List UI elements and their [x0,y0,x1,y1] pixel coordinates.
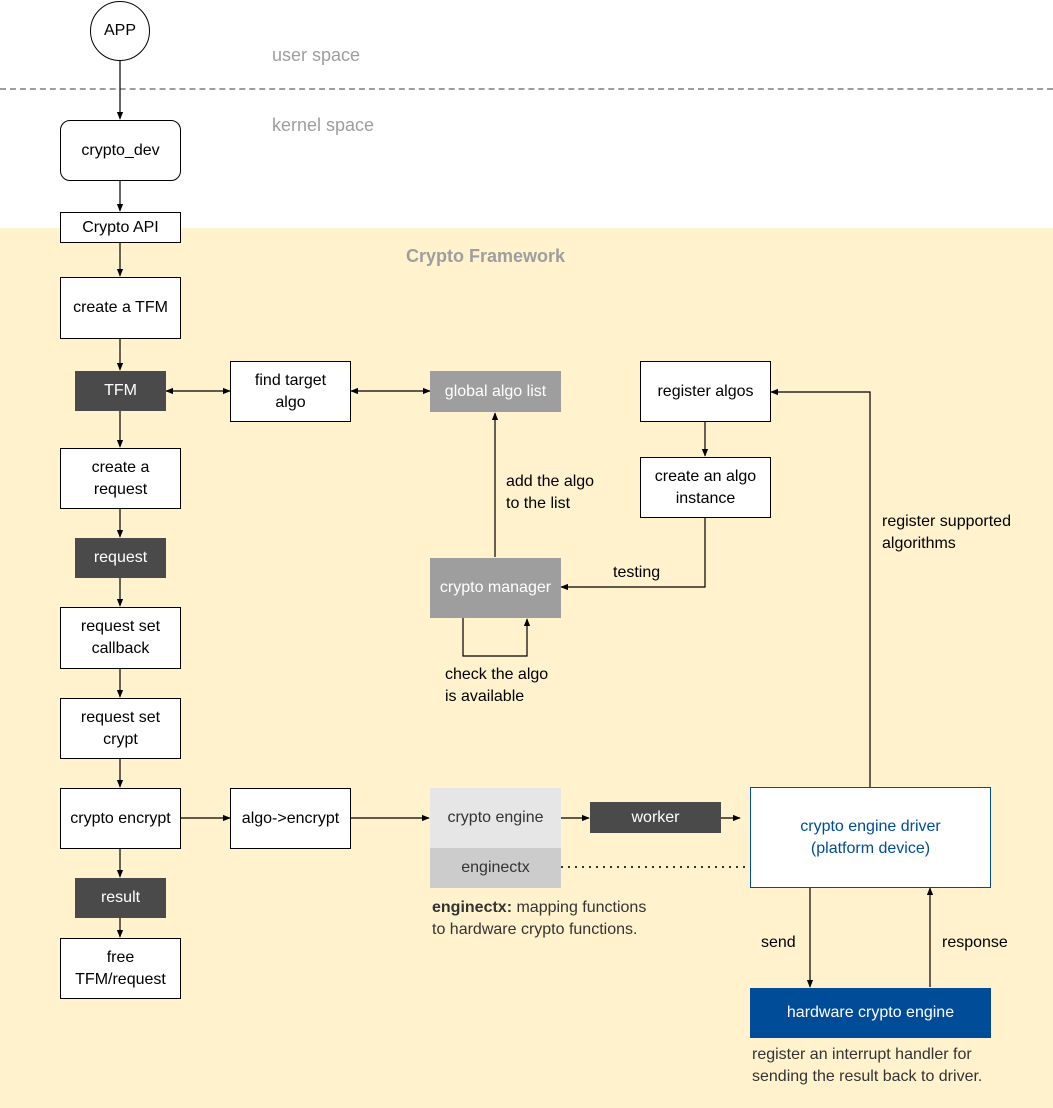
crypto-manager-node: crypto manager [430,558,561,618]
algo-encrypt-node: algo->encrypt [230,788,351,849]
crypto-engine-driver-node: crypto engine driver (platform device) [750,787,991,888]
free-tfm-request-node: free TFM/request [60,938,181,999]
enginectx-note-term: enginectx: [432,899,513,916]
framework-title: Crypto Framework [406,246,566,266]
register-algos-node: register algos [640,361,771,422]
edge-instance-manager [560,517,706,591]
crypto-engine-node: crypto engine [430,788,561,848]
create-request-node: create a request [60,448,181,509]
enginectx-node: enginectx [430,848,561,888]
result-node: result [75,878,166,918]
find-target-algo-node: find target algo [230,361,351,422]
request-set-callback-node: request set callback [60,607,181,669]
hardware-crypto-engine-node: hardware crypto engine [750,988,991,1038]
response-label: response [942,934,1008,951]
request-set-crypt-node: request set crypt [60,698,181,759]
app-node: APP [90,1,150,61]
enginectx-note: enginectx: mapping functions to hardware… [432,897,646,941]
register-supported-label: register supported algorithms [882,513,1011,552]
tfm-node: TFM [75,371,166,411]
edge-manager-selfloop [462,618,531,657]
edge-driver-registeralgos [770,388,871,787]
user-kernel-divider [0,88,1053,90]
create-tfm-node: create a TFM [60,277,181,339]
create-algo-instance-node: create an algo instance [640,457,771,518]
check-algo-label: check the algo is available [445,666,549,705]
request-node: request [75,538,166,578]
testing-label: testing [613,564,661,581]
send-label: send [761,934,796,951]
crypto-dev-node: crypto_dev [60,120,181,181]
interrupt-handler-note: register an interrupt handler for sendin… [752,1046,983,1085]
global-algo-list-node: global algo list [430,371,561,412]
worker-node: worker [590,802,721,833]
kernel-space-label: kernel space [272,115,375,135]
crypto-encrypt-node: crypto encrypt [60,788,181,849]
user-space-label: user space [272,45,361,65]
enginectx-note-desc: mapping functions to hardware crypto fun… [432,899,647,938]
crypto-api-node: Crypto API [60,212,181,243]
add-algo-label: add the algo to the list [506,473,595,512]
